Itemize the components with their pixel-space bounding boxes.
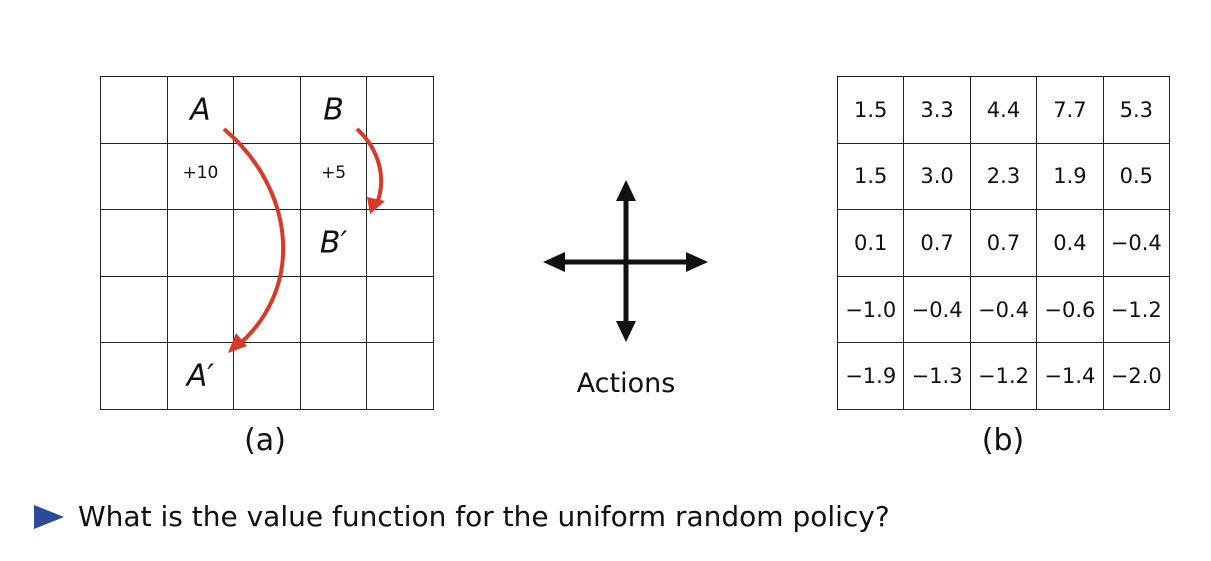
grid-a-cell [101, 77, 168, 144]
value-cell: 0.1 [838, 210, 905, 277]
value-cell: 3.3 [904, 77, 971, 144]
grid-a-cell [167, 210, 235, 277]
grid-a-cell [367, 77, 434, 144]
value-cell: −1.3 [904, 343, 971, 410]
grid-a-cell [367, 343, 434, 410]
arrow-down-icon [616, 321, 636, 342]
value-cell: 0.7 [904, 210, 971, 277]
value-cell: −1.9 [838, 343, 905, 410]
grid-a-cell [300, 343, 368, 410]
grid-a-cell [167, 276, 235, 344]
bullet-question-text: What is the value function for the unifo… [78, 500, 890, 533]
grid-a-cell [367, 210, 434, 277]
grid-a-cell [234, 77, 301, 144]
value-cell: 5.3 [1103, 77, 1170, 144]
caption-a: (a) [244, 423, 286, 458]
value-cell: −0.4 [970, 276, 1038, 344]
grid-a-cell [234, 276, 301, 344]
grid-a-cell [101, 276, 168, 344]
value-cell: 7.7 [1037, 77, 1104, 144]
value-cell: −0.4 [904, 276, 971, 344]
label-b-prime: B′ [319, 225, 348, 261]
arrow-up-icon [616, 180, 636, 201]
grid-a-cell [367, 276, 434, 344]
label-a-prime: A′ [186, 358, 215, 394]
grid-a-cell [101, 210, 168, 277]
arrow-right-icon [686, 252, 708, 272]
grid-a-cell [234, 143, 301, 211]
grid-a-cell [234, 210, 301, 277]
grid-a-cell: B [300, 77, 368, 144]
arrow-left-icon [543, 252, 565, 272]
value-cell: 2.3 [970, 143, 1038, 211]
value-cell: −1.2 [1103, 276, 1170, 344]
value-cell: −1.0 [838, 276, 905, 344]
grid-a-cell [101, 143, 168, 211]
grid-a-cell: A′ [167, 343, 235, 410]
grid-a-cell [300, 276, 368, 344]
value-cell: 1.5 [838, 77, 905, 144]
value-cell: −1.2 [970, 343, 1038, 410]
grid-a-cell: +10 [167, 143, 235, 211]
value-cell: −0.6 [1037, 276, 1104, 344]
value-cell: 0.5 [1103, 143, 1170, 211]
reward-a: +10 [182, 163, 219, 184]
value-cell: 0.7 [970, 210, 1038, 277]
grid-a-cell [367, 143, 434, 211]
value-cell: −2.0 [1103, 343, 1170, 410]
grid-a-cell: B′ [300, 210, 368, 277]
value-cell: 1.5 [838, 143, 905, 211]
grid-a-cell: A [167, 77, 235, 144]
label-a: A [190, 92, 211, 128]
value-cell: −0.4 [1103, 210, 1170, 277]
grid-a-cell [101, 343, 168, 410]
grid-a-cell [234, 343, 301, 410]
value-cell: −1.4 [1037, 343, 1104, 410]
grid-a-cell: +5 [300, 143, 368, 211]
actions-label: Actions [576, 368, 676, 399]
value-cell: 1.9 [1037, 143, 1104, 211]
label-b: B [323, 92, 344, 128]
four-direction-arrows-icon [543, 180, 708, 342]
value-cell: 3.0 [904, 143, 971, 211]
value-cell: 0.4 [1037, 210, 1104, 277]
triangle-bullet-icon [34, 504, 64, 529]
reward-b: +5 [321, 163, 347, 184]
value-cell: 4.4 [970, 77, 1038, 144]
caption-b: (b) [981, 423, 1025, 458]
bullet-item: What is the value function for the unifo… [34, 500, 890, 533]
